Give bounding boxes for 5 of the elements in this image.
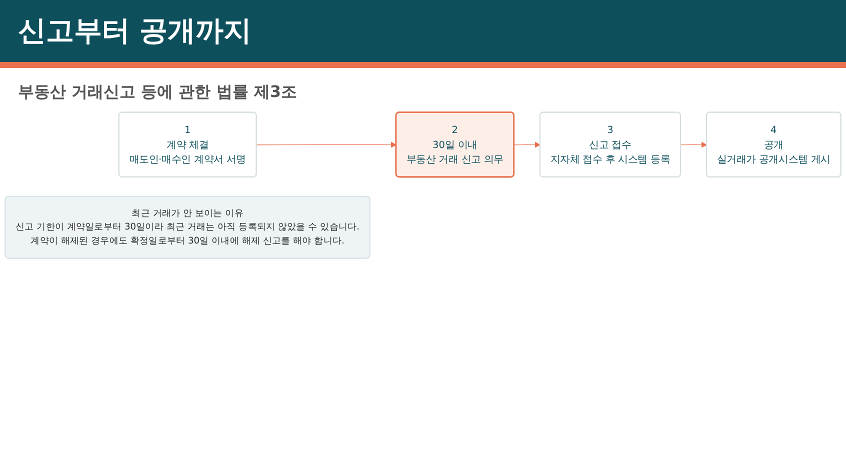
arrow — [680, 142, 708, 148]
title: 신고부터 공개까지 — [0, 0, 846, 68]
arrow — [514, 142, 540, 148]
arrow — [256, 142, 397, 148]
subtitle-text: 부동산 거래신고 등에 관한 법률 제3조 — [18, 82, 298, 103]
